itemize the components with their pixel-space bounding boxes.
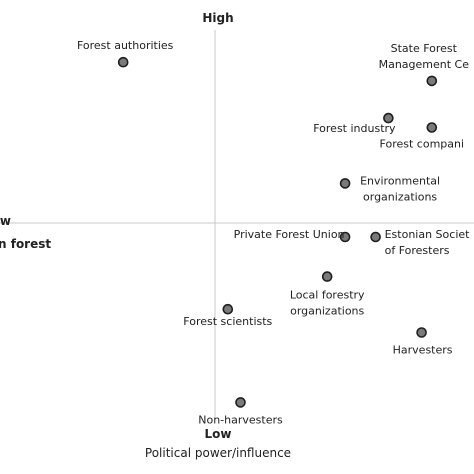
- point-harvesters: [416, 327, 427, 338]
- point-label-forest-industry: Forest industry: [313, 122, 396, 135]
- y-axis-high-label: High: [202, 11, 233, 25]
- x-axis-low-suffix: n forest: [0, 237, 51, 251]
- point-forest-compani: [426, 122, 438, 133]
- point-label-non-harvesters: Non-harvesters: [198, 413, 283, 426]
- point-label-harvesters: Harvesters: [393, 344, 453, 357]
- point-label-forest-authorities: Forest authorities: [77, 39, 174, 52]
- point-non-harvesters: [235, 397, 246, 408]
- y-axis-title: Political power/influence: [145, 446, 291, 460]
- point-local-forestry-organizations: [321, 271, 333, 282]
- y-axis-low-label: Low: [205, 427, 232, 441]
- point-label-private-forest-union: Private Forest Union: [234, 228, 345, 241]
- point-label-forest-scientists: Forest scientists: [183, 315, 272, 328]
- point-environmental-organizations: [339, 178, 351, 189]
- point-forest-scientists: [222, 303, 234, 315]
- point-forest-industry: [383, 112, 394, 124]
- point-label-forest-compani: Forest compani: [380, 138, 465, 151]
- point-forest-authorities: [117, 56, 129, 68]
- point-private-forest-union: [339, 231, 351, 243]
- x-axis-low-label: Low: [0, 214, 11, 228]
- point-state-forest-management-ce: [426, 75, 438, 87]
- point-estonian-societ-of-foresters: [370, 231, 381, 243]
